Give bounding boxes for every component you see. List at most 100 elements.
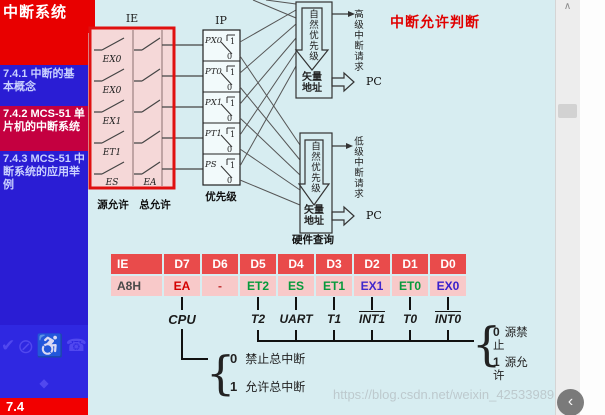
slide-heading: 中断允许判断 [390,14,480,30]
master-legend: 0 禁止总中断 1 允许总中断 [230,351,305,395]
wheelchair-icon: ♿ [36,333,64,359]
bit-header-cell: D5 [240,254,276,274]
bracket-tick [295,330,297,342]
register-address-cell: A8H [111,276,162,296]
chevron-left-icon: ‹ [567,393,574,410]
bit-cell: EX1 [354,276,390,296]
bit-header-cell: D6 [202,254,238,274]
ip-title: IP [215,14,227,27]
hardware-poll-caption: 硬件查询 [292,234,334,246]
bit-header-cell: D2 [354,254,390,274]
routing-lines [239,0,301,206]
bit-header-cell: D1 [392,254,428,274]
sidebar: 中断系统 7.4.1 中断的基本概念 7.4.2 MCS-51 单片机的中断系统… [0,0,88,415]
ip-priority-box: IP PX0 PT0 PX1 PT1 PS 1 0 1 0 1 0 1 0 1 … [202,14,241,203]
legend-bit: 0 [493,325,500,339]
high-priority-block [294,1,355,99]
source-label-int0: INT0 [434,312,462,326]
bit-header-cell: D4 [278,254,314,274]
cpu-branch-vline [181,329,183,360]
bit-cell: - [202,276,238,296]
bit-tick [295,297,297,310]
legend-text: 源禁止 [493,327,528,352]
legend-text: 禁止总中断 [245,352,306,366]
ie-switch-label: EX1 [102,117,122,127]
master-enable-caption: 总允许 [139,198,171,211]
master-brace: { [206,346,236,400]
ip-bit-label: PX0 [204,36,223,46]
back-button[interactable]: ‹ [557,389,584,415]
ip-bit-label: PS [204,160,217,170]
bracket-tick [333,330,335,342]
interrupt-schematic: IE EX0 EX0 EX1 ET1 ES EA 源允许 总允许 IP [88,0,355,234]
watermark: https://blog.csdn.net/weixin_42533989 [333,387,555,402]
ip-level-one: 1 [230,161,235,170]
legend-text: 允许总中断 [245,380,306,394]
high-priority-label: 自然优先级 [307,9,318,62]
scroll-up-icon[interactable]: ∧ [563,1,572,12]
legend-text: 源允许 [493,357,528,382]
bit-cell: EX0 [430,276,466,296]
source-label-t0: T0 [402,312,418,326]
section-number: 7.4 [0,398,88,415]
low-vector-label: 矢量地址 [304,205,324,227]
high-request-label: 高级中断请求 [352,9,363,72]
bit-tick [333,297,335,310]
sidebar-item-741[interactable]: 7.4.1 中断的基本概念 [3,68,75,93]
register-table-row: A8H EA - ET2 ES ET1 EX1 ET0 EX0 [111,276,466,296]
bit-header-cell: D7 [164,254,200,274]
bracket-tick [409,330,411,342]
bit-cell: EA [164,276,200,296]
phone-icon: ☎ [65,336,87,356]
ip-level-zero: 0 [227,176,232,185]
bracket-tick [257,330,259,342]
decorative-icons: ✔ ⊘ ♿ ☎ ◆ [0,325,88,398]
register-name-cell: IE [111,254,162,274]
ie-switch-label: ET1 [102,148,121,158]
ip-level-one: 1 [230,130,235,139]
bit-tick [371,297,373,310]
bit-header-cell: D0 [430,254,466,274]
low-pc-label: PC [366,209,382,222]
bracket-line [257,340,449,342]
ip-level-zero: 0 [227,83,232,92]
bracket-extension [449,340,474,342]
bracket-tick [371,330,373,342]
source-label-cpu: CPU [168,312,196,327]
high-pc-label: PC [366,75,382,88]
source-brace: { [472,317,502,371]
ip-bit-label: PX1 [204,98,222,108]
sidebar-item-742[interactable]: 7.4.2 MCS-51 单片机的中断系统 [0,106,88,151]
bit-cell: ET0 [392,276,428,296]
ip-level-zero: 0 [227,52,232,61]
legend-row: 1 允许总中断 [230,379,305,395]
scrollbar[interactable] [555,0,580,415]
sidebar-header [0,0,88,65]
ip-level-one: 1 [230,37,235,46]
legend-row: 0 禁止总中断 [230,351,305,367]
scrollbar-thumb[interactable] [558,104,577,118]
cpu-branch-hline [181,358,208,360]
sidebar-item-743[interactable]: 7.4.3 MCS-51 中断系统的应用举例 [3,153,85,191]
ip-level-one: 1 [230,99,235,108]
bracket-tick [447,330,449,342]
diamond-icon: ◆ [39,375,49,390]
bit-cell: ET1 [316,276,352,296]
legend-bit: 1 [493,355,500,369]
source-enable-caption: 源允许 [97,198,129,211]
ip-bit-label: PT1 [204,129,222,139]
bit-header-cell: D3 [316,254,352,274]
right-margin [580,0,605,415]
source-label-t2: T2 [250,312,266,326]
legend-bit: 0 [230,351,238,366]
ie-title: IE [126,12,138,25]
low-priority-label: 自然优先级 [309,141,320,194]
ip-level-zero: 0 [227,114,232,123]
ip-level-one: 1 [230,68,235,77]
bit-tick [181,297,183,310]
legend-bit: 1 [230,379,238,394]
